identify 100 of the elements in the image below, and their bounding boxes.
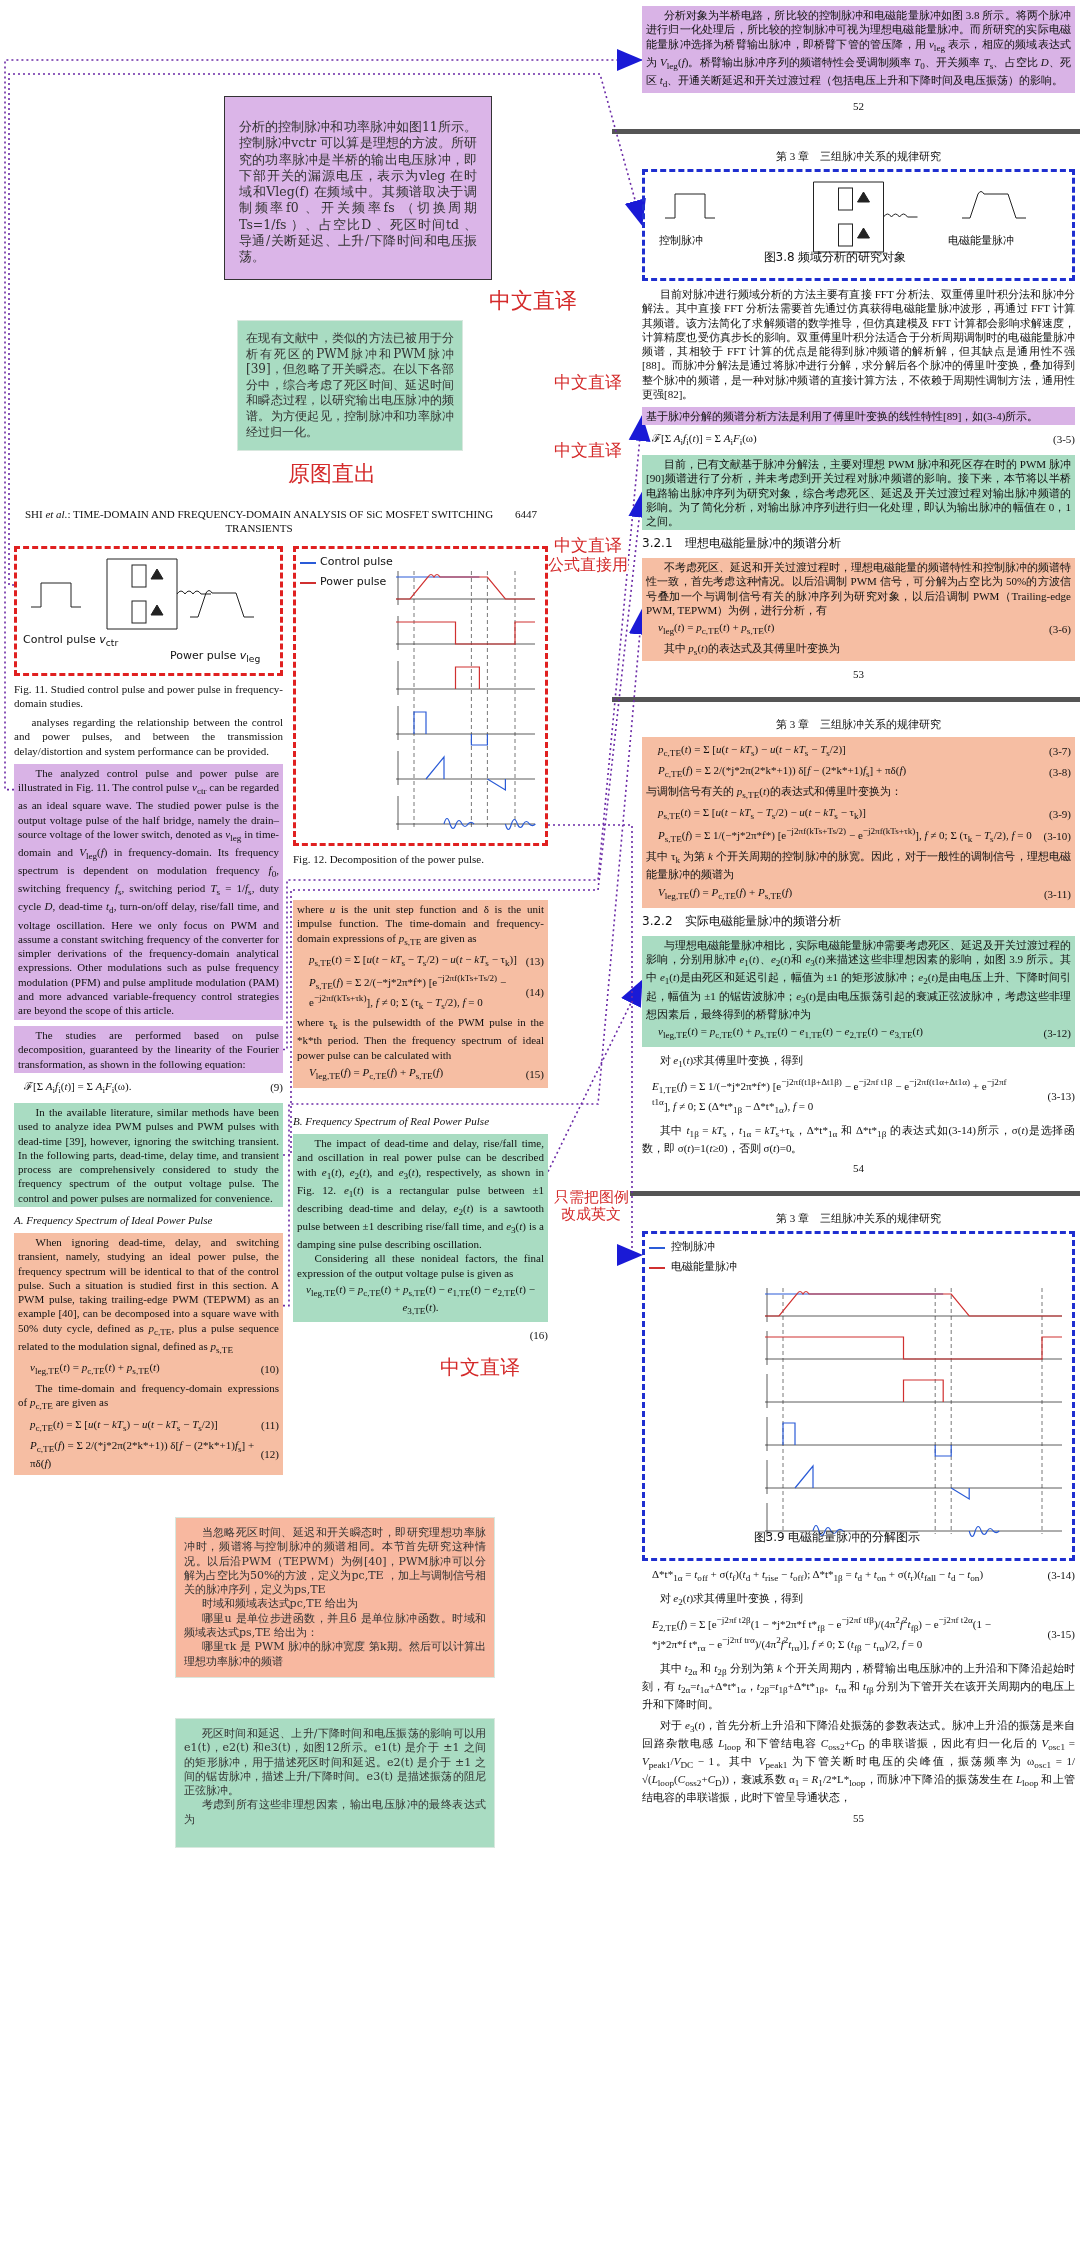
equation-text: E$_{2,TE}$(f) = Σ [e$^{−j2πf t2β}$(1 − *j*2π*f t*$_{fβ}$ − e$^{−j2πf tfβ}$)/(4π$^{2}$f$^{2}$t$_{fβ}$) − e$^{−j2πf t2α}$(1 − *j*2π*f t*$_{rα}$ − e$^{−j2πf trα}$)/(4π$^{2}$f$^{2}$t$_{rα}$)], f ≠ 0; Σ (t$_{fβ}$ − t$_{rα}$)/2, f = 0: [652, 1615, 992, 1655]
equation-number: (10): [259, 1361, 279, 1377]
figure-frame: [14, 546, 283, 676]
equation-text: v$_{leg,TE}$(t) = p$_{c,TE}$(t) + p$_{s,TE}$(t) − e$_{1,TE}$(t) − e$_{2,TE}$(t) − e$_{3,TE}$(t): [657, 1023, 923, 1043]
equation-number: (3-11): [1042, 886, 1071, 901]
paragraph-text: 对 e$_{2}$(t)求其傅里叶变换，得到: [658, 1591, 805, 1610]
equation-number: (3-12): [1042, 1025, 1071, 1041]
equation-number: (11): [260, 1418, 279, 1433]
waveform-label: 控制脉冲: [671, 1240, 715, 1255]
annotation-label: 公式直接用: [548, 556, 628, 575]
waveform-label: Power pulse: [320, 575, 387, 590]
waveform-label: Power pulse v$_{leg}$: [170, 649, 261, 666]
figure-frame: [642, 169, 1075, 281]
annotation-label: 只需把图例改成英文: [552, 1189, 630, 1224]
paragraph-text: 其中 t$_{2α}$ 和 t$_{2β}$ 分别为第 k 个开关周期内，桥臂输出电压脉冲的上升沿和下降沿起始时刻，有 t$_{2α}$=t$_{1α}$+Δ*t*$_{1α}$，t$_{2β}$=t$_{1β}$+Δ*t*$_{1β}$。t$_{rα}$ 和 t$_{fβ}$ 分别为下管开关在该开关周期内的电压上升和下降时间。: [642, 1661, 1075, 1712]
equation-number: (9): [269, 1080, 283, 1095]
annotation-box: [175, 1517, 495, 1678]
figure-caption: 图3.9 电磁能量脉冲的分解图示: [753, 1530, 921, 1546]
paragraph-text: 其中 t$_{1β}$ = kT$_{s}$，t$_{1α}$ = kT$_{s}$+τ$_{k}$，Δ*t*$_{1α}$ 和 Δ*t*$_{1β}$ 的表达式如(3-14)所示，σ(t)是选择函数，即 σ(t)=1(t≥0)，否则 σ(t)=0。: [642, 1123, 1075, 1156]
paragraph-text: 其中 p$_{s}$(t)的表达式及其傅里叶变换为: [662, 641, 841, 660]
section-heading: 3.2.2 实际电磁能量脉冲的频谱分析: [642, 914, 842, 930]
equation-number: (3-10): [1042, 829, 1071, 844]
paragraph-text: The time-domain and frequency-domain expressions of p$_{c,TE}$ are given as: [18, 1381, 279, 1414]
page-header: 第 3 章 三组脉冲关系的规律研究: [775, 1211, 942, 1226]
equation-number: (14): [524, 985, 544, 1000]
highlighted-paragraph: [293, 1134, 548, 1323]
figure-frame: [642, 1231, 1075, 1561]
equation-text: p$_{s,TE}$(t) = Σ [u(t − kT$_{s}$ − T$_{s}$/2) − u(t − kT$_{s}$ − τ$_{k}$)]: [656, 805, 866, 824]
highlighted-paragraph: [642, 936, 1075, 1048]
equation-number: (13): [524, 953, 544, 968]
annotation-box: [237, 320, 463, 452]
paragraph-text: 死区时间和延迟、上升/下降时间和电压振荡的影响可以用e1(t)，e2(t) 和e3(t)，如图12所示。e1(t) 是介于 ±1 之间的矩形脉冲，用于描述死区时间和延迟。e2(t) 是介于 ±1 之间的锯齿脉冲，描述上升/下降时间。e3(t) 是描述振荡的阻尼正弦脉冲。: [184, 1727, 486, 1798]
equation-text: v$_{leg}$(t) = p$_{c,TE}$(t) + p$_{s,TE}$(t): [657, 620, 775, 639]
arrow: [8, 73, 646, 586]
equation-text: P$_{c,TE}$(f) = Σ 2/(*j*2π(2*k*+1)) δ[f − (2*k*+1)f$_{s}$] + πδ(f): [657, 763, 907, 782]
paragraph-text: The impact of dead-time and delay, rise/fall time, and oscillation in real power pulse can be described with e$_{1}$(t), e$_{2}$(t), and e$_{3}$(t), respectively, as shown in Fig. 12. e$_{1}$(t) is a rectangular pulse between ±1 describing dead-time and delay, e$_{2}$(t) is a sawtooth pulse between ±1 describing rise/fall time, and e$_{3}$(t) is a damping sine pulse describing oscillation.: [297, 1136, 544, 1252]
page-number: 52: [852, 99, 865, 114]
figure-caption: 图3.8 频域分析的研究对象: [763, 250, 907, 266]
annotation-box: [175, 1718, 495, 1849]
equation-number: (3-13): [1046, 1089, 1075, 1104]
paragraph-text: 目前对脉冲进行频域分析的方法主要有直接 FFT 分析法、双重傅里叶积分法和脉冲分解法。其中直接 FFT 分析法需要首先通过仿真获得电磁能量脉冲波形，再通过 FFT 计算其频谱。该方法简化了求解频谱的数学推导，但仿真建模及 FFT 计算都会影响求解速度，计算精度也受仿真步长的影响。双重傅里叶积分法适合于分析周期调制时的电磁能量脉冲频谱，其相较于 FFT 计算的优点是能得到脉冲频谱的解析解，但其缺点是通用性不强[88]。而脉冲分解法是通过将脉冲进行分解，求分解后各个脉冲的傅里叶变换，叠加得到整个脉冲的频谱，是一种对脉冲频谱的直接计算方法，不依赖于周期性调制方法，通用性更强[82]。: [642, 287, 1075, 402]
waveform-label: 控制脉冲: [659, 234, 703, 249]
waveform-label: Control pulse: [320, 555, 393, 570]
equation-number: (3-7): [1048, 743, 1071, 759]
equation-text: ℱ[Σ A$_{i}$f$_{i}$(t)] = Σ A$_{i}$F$_{i}$(ω).: [24, 1079, 133, 1098]
highlighted-paragraph: [14, 1233, 283, 1476]
paragraph-text: 目前，已有文献基于脉冲分解法，主要对理想 PWM 脉冲和死区存在时的 PWM 脉冲[90]频谱进行了分析，并未考虑到开关过程对脉冲频谱的影响。接下来，本节将以半桥电路输出脉冲序列为研究对象，综合考虑死区、延迟及开关过渡过程对输出脉冲频谱的影响。为了简化分析，对输出脉冲序列进行归一化处理，即认为输出脉冲的幅值在 0，1 之间。: [646, 457, 1071, 529]
equation-text: V$_{leg,TE}$(f) = P$_{c,TE}$(f) + P$_{s,TE}$(f): [657, 884, 793, 903]
highlighted-paragraph: [642, 558, 1075, 662]
page-number: 53: [852, 667, 865, 682]
page-header: SHI et al.: TIME-DOMAIN AND FREQUENCY-DOMAIN ANALYSIS OF SiC MOSFET SWITCHING TRANSIENTS: [23, 507, 495, 536]
waveform-label: 电磁能量脉冲: [948, 234, 1014, 249]
paragraph-text: 在现有文献中，类似的方法已被用于分析有死区的PWM脉冲和PWM脉冲[39]，但忽略了开关瞬态。在以下各部分中，综合考虑了死区时间、延迟时间和瞬态过程，以研究输出电压脉冲的频谱。为方便起见，控制脉冲和功率脉冲经过归一化。: [246, 331, 454, 441]
paragraph-text: 分析的控制脉冲和功率脉冲如图11所示。控制脉冲vctr 可以算是理想的方波。所研究的功率脉冲是半桥的输出电压脉冲，即下部开关的漏源电压，表示为vleg 在时域和Vleg(f) 在频域中。其频谱取决于调制频率f0 、开关频率fs （切换周期Ts=1/fs ）、占空比D 、死区时间td 、导通/关断延迟、上升/下降时间和电压振荡。: [239, 119, 477, 266]
paragraph-text: In the available literature, similar methods have been used to analyze idea PWM pulses and PWM pulses with dead-time [39], however, ignoring the switching transient. In the following parts, dead-time, delay time, and transient process are comprehensively considered to study the frequency spectrum of the output voltage pulse. The control and power pulses are normalized for convenience.: [18, 1105, 279, 1206]
page-header: 第 3 章 三组脉冲关系的规律研究: [775, 717, 942, 732]
paragraph-text: The studies are performed based on pulse decomposition, guaranteed by the linearity of the Fourier transformation, as shown in the following equation:: [18, 1028, 279, 1071]
equation-text: Δ*t*$_{1α}$ = t$_{off}$ + σ(t$_{f}$)(t$_{d}$ + t$_{rise}$ − t$_{off}$); Δ*t*$_{1β}$ = t$_{d}$ + t$_{on}$ + σ(t$_{r}$)(t$_{fall}$ − t$_{d}$ − t$_{on}$): [652, 1567, 985, 1586]
equation-number: (3-5): [1052, 432, 1075, 447]
equation-number: (3-6): [1048, 622, 1071, 637]
paragraph-text: 基于脉冲分解的频谱分析方法是利用了傅里叶变换的线性特性[89]，如(3-4)所示。: [646, 409, 1040, 424]
paragraph-text: 哪里u 是单位步进函数，并且δ 是单位脉冲函数。时域和频域表达式ps,TE 给出为：: [184, 1611, 486, 1641]
paragraph-text: 与调制信号有关的 p$_{s,TE}$(t)的表达式和傅里叶变换为：: [646, 784, 903, 803]
paragraph-text: The analyzed control pulse and power pulse are illustrated in Fig. 11. The control pulse v$_{ctr}$ can be regarded as an ideal square wave. The studied power pulse is the output voltage pulse of the half bridge, namely the drain–source voltage of the lower switch, denoted as v$_{leg}$ in time-domain and V$_{leg}$(f) in frequency-domain. Its frequency spectrum is dependent on modulation frequency f$_{0}$, switching frequency f$_{s}$, switching period T$_{s}$ = 1/f$_{s}$, duty cycle D, dead-time t$_{d}$, turn-on/off delay, rise/fall time, and voltage oscillation. Here we only focus on PWM and assume a constant switching frequency of the converter for simpler derivations of the frequency-domain analytical expressions. Other modulations such as pulse frequency modulation (PFM) and pulse amplitude modulation (PAM) and more advanced variable-frequency control strategies are beyond the scope of this article.: [18, 766, 279, 1018]
figure-caption: Fig. 12. Decomposition of the power pulse.: [293, 852, 485, 867]
paragraph-text: analyses regarding the relationship between the control and power pulses, and between the transmission delay/distortion and system performance can be provided.: [14, 715, 283, 758]
equation-number: (3-15): [1046, 1627, 1075, 1642]
paragraph-text: 时域和频域表达式pc,TE 给出为: [200, 1597, 360, 1612]
arrow: [547, 824, 643, 1266]
figure-caption: Fig. 11. Studied control pulse and power pulse in frequency-domain studies.: [14, 682, 283, 711]
equation-text: V$_{leg,TE}$(f) = P$_{c,TE}$(f) + P$_{s,TE}$(f): [308, 1065, 444, 1084]
equation-number: (15): [524, 1066, 544, 1082]
equation-text: p$_{c,TE}$(t) = Σ [u(t − kT$_{s}$) − u(t − kT$_{s}$ − T$_{s}$/2)]: [28, 1416, 218, 1435]
highlighted-paragraph: [642, 737, 1075, 908]
paragraph-text: 当忽略死区时间、延迟和开关瞬态时，即研究理想功率脉冲时，频谱将与控制脉冲的频谱相同。本节首先研究这种情况。以后沿PWM（TEPWM）为例[40]，PWM脉冲可以分解为占空比为50%的方波，定义为pc,TE ，加上与调制信号相关的脉冲序列，定义为ps,TE: [184, 1526, 486, 1598]
equation-number: (3-9): [1048, 807, 1071, 822]
figure-frame: [293, 546, 548, 846]
highlighted-paragraph: [642, 407, 1075, 426]
equation-number: (3-14): [1046, 1568, 1075, 1583]
paragraph-text: 考虑到所有这些非理想因素，输出电压脉冲的最终表达式为: [184, 1798, 486, 1828]
equation-number: (16): [528, 1328, 548, 1343]
section-heading: A. Frequency Spectrum of Ideal Power Pulse: [14, 1213, 214, 1228]
equation-number: (12): [259, 1446, 279, 1461]
annotation-label: 中文直译: [552, 373, 624, 393]
paragraph-text: 哪里τk 是 PWM 脉冲的脉冲宽度 第k期。然后可以计算出理想功率脉冲的频谱: [184, 1640, 486, 1669]
waveform-label: 电磁能量脉冲: [671, 1260, 737, 1275]
paragraph-text: where u is the unit step function and δ is the unit impulse function. The time-domain and frequency-domain expressions of p$_{s,TE}$ are given as: [297, 902, 544, 949]
arrow: [4, 49, 643, 791]
paragraph-text: 对于 e$_{3}$(t)，首先分析上升沿和下降沿处振荡的参数表达式。脉冲上升沿的振荡是来自回路杂散电感 L$_{loop}$ 和下管结电容 C$_{oss2}$+C$_{D}$ 的串联谐振，因此有归一化后的 V$_{osc1}$ = V$_{peak1}$/V$_{DC}$ − 1。其中 V$_{peak1}$ 为下管关断时电压的尖峰值，振荡频率为 ω$_{osc1}$ = 1/√(L$_{loop}$(C$_{oss2}$+C$_{D}$))，衰减系数 α$_{1}$ = R$_{1}$/2*L*$_{loop}$，而脉冲下降沿的振荡发生在 L$_{loop}$ 和上管结电容的串联谐振，此时下管呈导通状态，: [642, 1718, 1075, 1805]
page-number: 54: [852, 1161, 865, 1176]
waveform-label: Control pulse v$_{ctr}$: [23, 633, 119, 650]
equation-number: (3-8): [1048, 765, 1071, 780]
equation-text: v$_{leg,TE}$(t) = p$_{c,TE}$(t) + p$_{s,TE}$(t) − e$_{1,TE}$(t) − e$_{2,TE}$(t) − e$_{3,TE}$(t).: [305, 1281, 536, 1319]
annotation-label: 中文直译: [552, 536, 624, 556]
section-heading: B. Frequency Spectrum of Real Power Pulse: [293, 1114, 490, 1129]
equation-text: P$_{s,TE}$(f) = Σ 1/(−*j*2π*f*) [e$^{−j2πf(kTs+Ts/2)}$ − e$^{−j2πf(kTs+τk)}$], f ≠ 0; Σ (τ$_{k}$ − T$_{s}$/2), f = 0: [657, 826, 1032, 847]
annotation-label: 中文直译: [552, 441, 624, 461]
page-number: 55: [852, 1811, 865, 1826]
equation-text: P$_{c,TE}$(f) = Σ 2/(*j*2π(2*k*+1)) δ[f − (2*k*+1)f$_{s}$] + πδ(f): [29, 1437, 255, 1471]
annotation-box: [224, 96, 492, 281]
